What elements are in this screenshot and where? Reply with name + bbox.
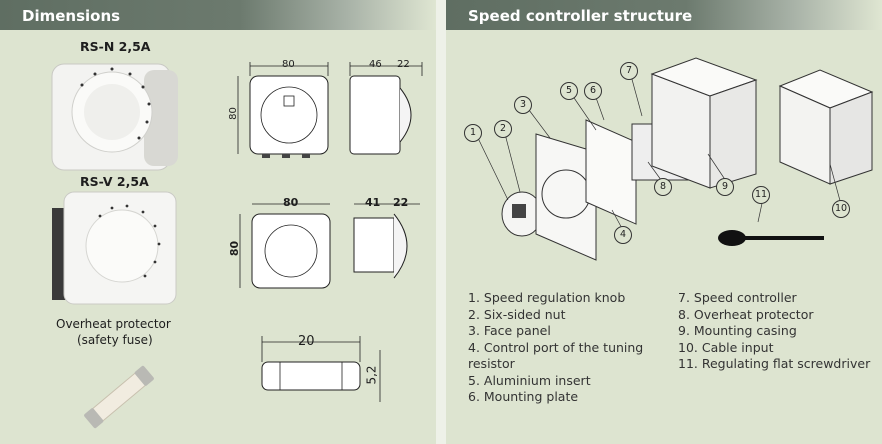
legend-item: resistor — [468, 356, 515, 371]
fuse-photo — [84, 365, 154, 429]
legend-item: 3. Face panel — [468, 323, 551, 338]
callout-8: 8 — [654, 178, 672, 196]
dimensions-header-bar: Dimensions — [0, 0, 436, 30]
callout-10: 10 — [832, 200, 850, 218]
fuse-caption-line2: (safety fuse) — [77, 333, 153, 347]
structure-title: Speed controller structure — [468, 7, 693, 25]
callout-11: 11 — [752, 186, 770, 204]
rs-v-depth-dim: 41 — [365, 196, 381, 209]
legend-item: 10. Cable input — [678, 339, 774, 355]
rs-n-photo — [51, 63, 178, 171]
legend-item: 9. Mounting casing — [678, 323, 797, 338]
legend-item: 5. Aluminium insert — [468, 372, 591, 388]
fuse-diameter-dim: 5,2 — [364, 365, 379, 385]
rs-v-front-drawing — [239, 203, 331, 289]
callout-9: 9 — [716, 178, 734, 196]
rs-n-width-dim: 80 — [282, 59, 295, 70]
callout-1: 1 — [464, 124, 482, 142]
structure-header-bar: Speed controller structure — [446, 0, 882, 30]
rs-v-model-label: RS-V 2,5A — [80, 174, 149, 189]
fuse-length-dim: 20 — [298, 334, 315, 349]
legend-item: 4. Control port of the tuning — [468, 339, 644, 355]
callout-4: 4 — [614, 226, 632, 244]
parts-legend-col2: 7. Speed controller 8. Overheat protecto… — [678, 290, 870, 373]
callout-3: 3 — [514, 96, 532, 114]
legend-item: 11. Regulating flat screwdriver — [678, 356, 871, 371]
fuse-drawing — [261, 336, 381, 402]
rs-v-height-dim: 80 — [228, 240, 242, 257]
rs-n-knob-dim: 22 — [397, 59, 410, 70]
rs-n-front-drawing — [237, 62, 329, 158]
rs-n-height-dim: 80 — [227, 107, 239, 120]
panel-separator — [436, 0, 446, 444]
callout-7: 7 — [620, 62, 638, 80]
exploded-view-diagram — [475, 57, 874, 261]
rs-n-model-label: RS-N 2,5A — [80, 39, 151, 54]
rs-n-depth-dim: 46 — [369, 59, 382, 70]
legend-item: 8. Overheat protector — [678, 306, 814, 322]
legend-item: 1. Speed regulation knob — [468, 290, 626, 305]
callout-6: 6 — [584, 82, 602, 100]
callout-5: 5 — [560, 82, 578, 100]
rs-v-knob-dim: 22 — [393, 196, 409, 209]
dimensions-title: Dimensions — [22, 7, 121, 25]
dimensions-panel: Dimensions RS-N 2,5A RS-V 2,5A — [0, 0, 436, 444]
callout-2: 2 — [494, 120, 512, 138]
rs-v-photo — [52, 191, 177, 305]
rs-v-side-drawing — [353, 203, 420, 279]
fuse-caption-line1: Overheat protector — [56, 317, 171, 331]
parts-legend-col1: 1. Speed regulation knob 2. Six-sided nu… — [468, 290, 643, 406]
legend-item: 7. Speed controller — [678, 290, 797, 305]
rs-v-width-dim: 80 — [283, 196, 299, 209]
structure-panel: Speed controller structure — [446, 0, 882, 444]
legend-item: 2. Six-sided nut — [468, 306, 566, 322]
rs-n-side-drawing — [349, 62, 423, 155]
legend-item: 6. Mounting plate — [468, 389, 579, 404]
